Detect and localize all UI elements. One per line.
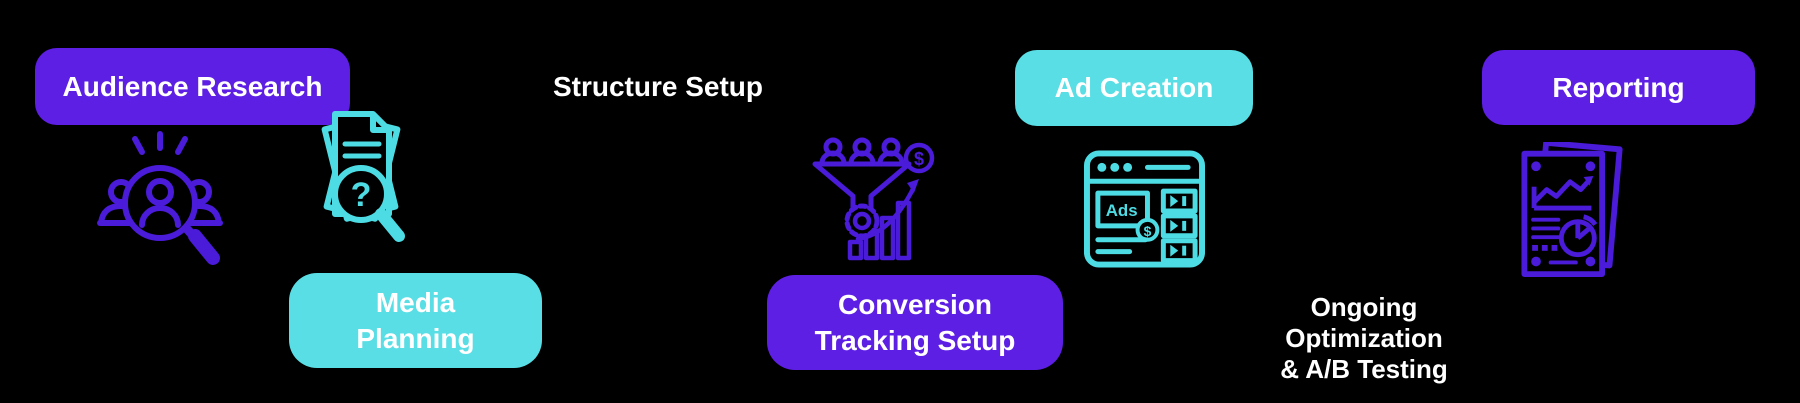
step-badge-ad-creation: Ad Creation [1015, 50, 1253, 126]
svg-text:$: $ [1144, 223, 1152, 239]
documents-question-magnifier-icon: ? [321, 111, 405, 242]
svg-text:Ads: Ads [1106, 201, 1138, 220]
funnel-gear-growth-chart-icon: $ [812, 137, 935, 261]
step-label-ongoing-optimization-line2: & A/B Testing [1280, 354, 1448, 384]
ad-creation-icon: Ads $ [1084, 150, 1205, 268]
media-planning-icon: ? [303, 106, 419, 252]
conversion-tracking-icon: $ [806, 136, 938, 264]
step-label-reporting: Reporting [1552, 71, 1685, 103]
step-label-ad-creation: Ad Creation [1054, 72, 1214, 103]
people-magnifier-icon [97, 131, 223, 265]
step-label-media-planning-line2: Planning [356, 322, 475, 354]
ads-browser-window-icon: Ads $ [1084, 150, 1205, 268]
step-badge-audience-research: Audience Research [35, 48, 350, 125]
step-label-conversion-tracking-line1: Conversion [837, 288, 993, 320]
step-badge-media-planning: Media Planning [289, 273, 542, 368]
step-label-audience-research: Audience Research [62, 70, 323, 102]
audience-research-icon [96, 128, 224, 276]
step-label-structure-setup: Structure Setup [552, 71, 764, 102]
step-label-ongoing-optimization: Ongoing Optimization & A/B Testing [1234, 292, 1494, 385]
report-charts-document-icon [1521, 142, 1623, 278]
step-label-media-planning-line1: Media [375, 286, 456, 318]
step-badge-conversion-tracking-setup: Conversion Tracking Setup [767, 275, 1063, 370]
step-label-conversion-tracking-line2: Tracking Setup [814, 324, 1016, 356]
step-badge-reporting: Reporting [1482, 50, 1755, 125]
svg-text:$: $ [914, 149, 924, 169]
reporting-icon [1518, 142, 1624, 278]
step-label-ongoing-optimization-line1: Ongoing Optimization [1285, 292, 1443, 353]
svg-text:?: ? [351, 176, 372, 214]
